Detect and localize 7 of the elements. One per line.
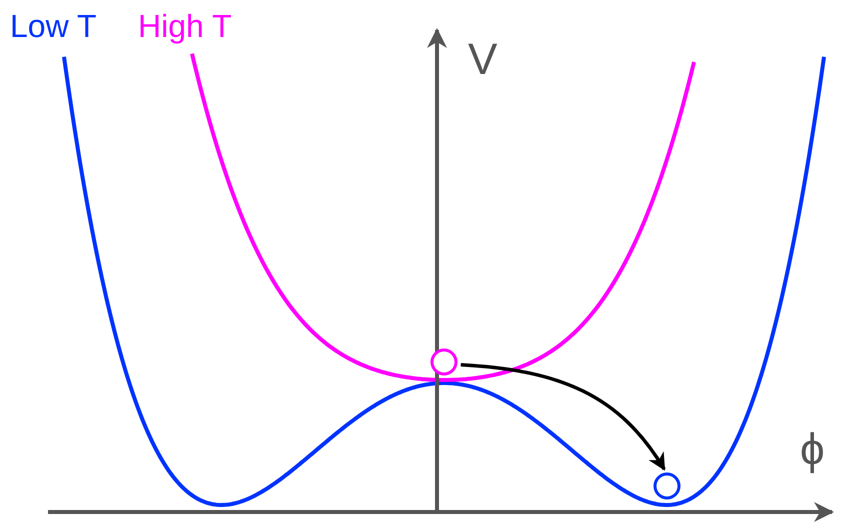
arrow (460, 362, 666, 471)
ball-marker (653, 472, 681, 500)
ball-marker (430, 348, 458, 376)
axis-label: V (468, 38, 498, 82)
curve-label: High T (138, 10, 232, 42)
axis-label: ϕ (800, 428, 825, 472)
curve-label: Low T (10, 10, 97, 42)
